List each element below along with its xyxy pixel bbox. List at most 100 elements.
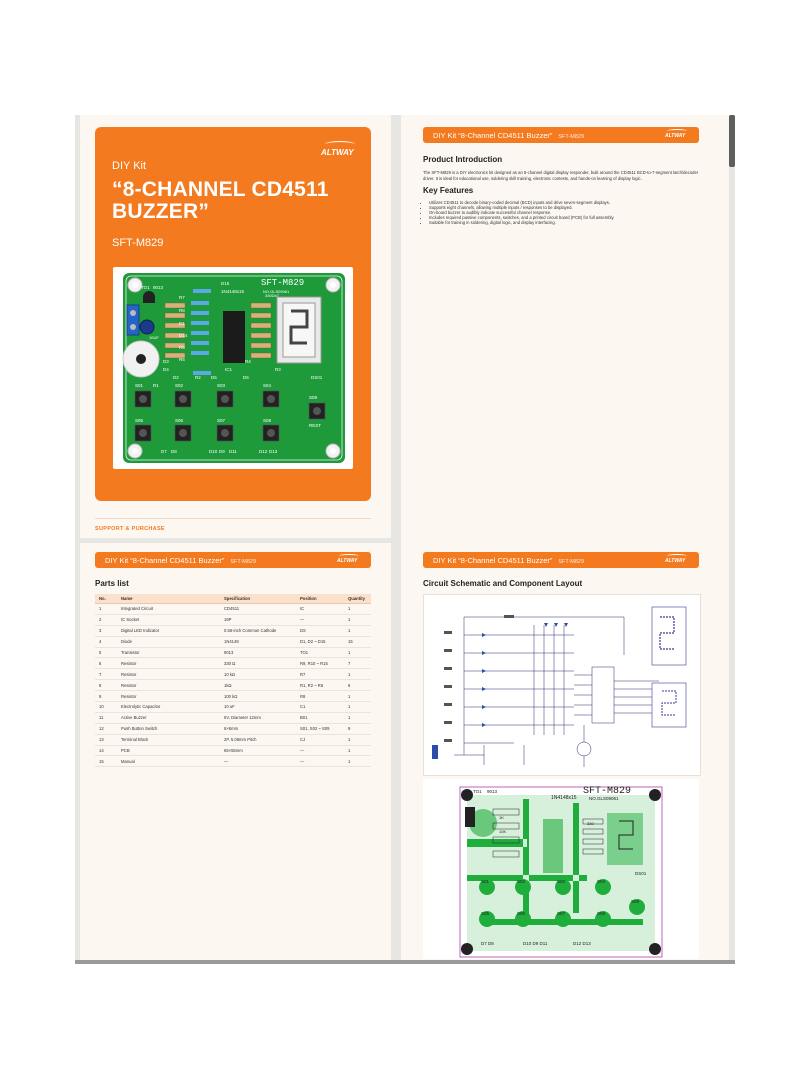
table-cell: — — [296, 755, 344, 768]
table-cell: 9013 — [220, 647, 296, 659]
pcb-label: D12 D13 — [573, 941, 591, 946]
table-cell: IC Socket — [117, 614, 220, 626]
table-cell: Active Buzzer — [117, 712, 220, 724]
board-label: R3 — [275, 367, 281, 372]
column-header: Quantity — [344, 594, 371, 604]
table-cell: 6×6mm — [220, 723, 296, 735]
table-cell: 1 — [344, 701, 371, 713]
table-cell: D1, D2 ~ D15 — [296, 636, 344, 648]
board-label: D4 — [163, 367, 169, 372]
board-label: D15 — [221, 281, 230, 286]
table-cell: 1 — [344, 755, 371, 768]
intro-page — [401, 115, 729, 543]
table-cell: 5 — [95, 647, 117, 659]
intro-header-band: DIY Kit “8-Channel CD4511 Buzzer”SFT-M82… — [423, 127, 699, 143]
board-label: D10 — [209, 449, 218, 454]
pcb-label: 10K — [499, 829, 506, 834]
board-label: R4 — [245, 359, 251, 364]
table-cell: 1 — [95, 603, 117, 615]
table-cell: 1 — [344, 668, 371, 681]
pcb-label: S04 — [597, 879, 606, 884]
board-label: TO1 — [141, 285, 150, 290]
table-cell: — — [296, 614, 344, 626]
pcb-label: S07 — [557, 911, 566, 916]
table-cell: 15 — [344, 636, 371, 648]
pcb-label: S03 — [557, 879, 566, 884]
parts-table: No. Name Specification Position Quantity… — [95, 594, 371, 768]
table-cell: 0.56-inch Common Cathode — [220, 625, 296, 637]
pcb-label: D10 D9 D11 — [523, 941, 548, 946]
table-cell: 6 — [95, 657, 117, 670]
pcb-label: S06 — [517, 911, 526, 916]
table-cell: Diode — [117, 636, 220, 648]
table-cell: Digital LED Indicator — [117, 625, 220, 637]
table-cell: R1, R2 ~ R6 — [296, 679, 344, 692]
board-label: D12 — [259, 449, 268, 454]
cover-title: “8-CHANNEL CD4511 BUZZER” — [112, 178, 329, 223]
cover-kit-label: DIY Kit — [112, 160, 147, 172]
pcb-label: D7 D8 — [481, 941, 494, 946]
support-purchase-link[interactable]: SUPPORT & PURCHASE — [95, 526, 165, 532]
board-label: D1 — [179, 321, 185, 326]
table-cell: 10 uF — [220, 701, 296, 713]
circuit-schematic — [423, 594, 701, 776]
table-cell: 15 — [95, 755, 117, 768]
table-cell: Transistor — [117, 647, 220, 659]
board-label: R1 — [153, 383, 159, 388]
table-cell: 1 — [344, 745, 371, 757]
table-cell: 3 — [95, 625, 117, 637]
pcb-title-label: SFT-M829 — [583, 786, 631, 797]
table-cell: 2 — [95, 614, 117, 626]
table-cell: 16P — [220, 614, 296, 626]
table-cell: Terminal Block — [117, 734, 220, 746]
table-cell: Manual — [117, 755, 220, 768]
pcb-label: S01 — [481, 879, 490, 884]
board-label: S04 — [263, 383, 272, 388]
board-label: D2 — [173, 375, 179, 380]
board-label: D13 — [269, 449, 278, 454]
pcb-label: S02 — [517, 879, 526, 884]
intro-text: The SFT-M829 is a DIY electronics kit de… — [423, 170, 699, 181]
table-cell: 8 — [95, 679, 117, 692]
parts-header-band: DIY Kit “8-Channel CD4511 Buzzer”SFT-M82… — [95, 552, 371, 568]
table-cell: R9, R10 ~ R15 — [296, 657, 344, 670]
table-cell: PCB — [117, 745, 220, 757]
table-cell: 7 — [344, 657, 371, 670]
table-cell: 9 — [95, 690, 117, 703]
pcb-label: DS01 — [635, 871, 647, 876]
board-label: REST — [309, 423, 321, 428]
feature-item: Supports eight channels, allowing multip… — [429, 205, 719, 210]
vertical-scrollbar[interactable] — [729, 115, 735, 167]
pcb-layout-drawing: SFT-M829 NO.GLS09061 1N4148x15 TO1 9013 … — [459, 786, 663, 958]
table-cell: 1 — [344, 734, 371, 746]
cover-model: SFT-M829 — [112, 237, 164, 249]
table-cell: 2P, 5.08mm Pitch — [220, 734, 296, 746]
board-label: D9 — [219, 449, 225, 454]
feature-item: Includes required passive components, sw… — [429, 215, 719, 220]
intro-heading: Product Introduction — [423, 155, 503, 164]
board-label: S06 — [175, 418, 184, 423]
altway-logo: ALTWAY — [321, 141, 355, 157]
band-title: DIY Kit “8-Channel CD4511 Buzzer”SFT-M82… — [433, 131, 585, 140]
altway-logo: ALTWAY — [665, 554, 687, 564]
table-cell: R8 — [296, 690, 344, 703]
schematic-heading: Circuit Schematic and Component Layout — [423, 579, 583, 588]
cover-card: ALTWAY DIY Kit “8-CHANNEL CD4511 BUZZER”… — [95, 127, 371, 501]
board-label: D7 — [161, 449, 167, 454]
table-cell: 1kΩ — [220, 679, 296, 692]
board-label: D8 — [171, 449, 177, 454]
table-cell: Resistor — [117, 690, 220, 703]
feature-item: Suitable for training in soldering, digi… — [429, 220, 719, 225]
board-label: 330Ωx7 — [265, 293, 280, 298]
board-label: S07 — [217, 418, 226, 423]
table-cell: — — [220, 755, 296, 768]
board-diodes-label: 1N4148x15 — [221, 289, 245, 294]
table-cell: 1 — [344, 712, 371, 724]
column-header: Name — [117, 594, 220, 604]
schematic-header-band: DIY Kit “8-Channel CD4511 Buzzer”SFT-M82… — [423, 552, 699, 568]
